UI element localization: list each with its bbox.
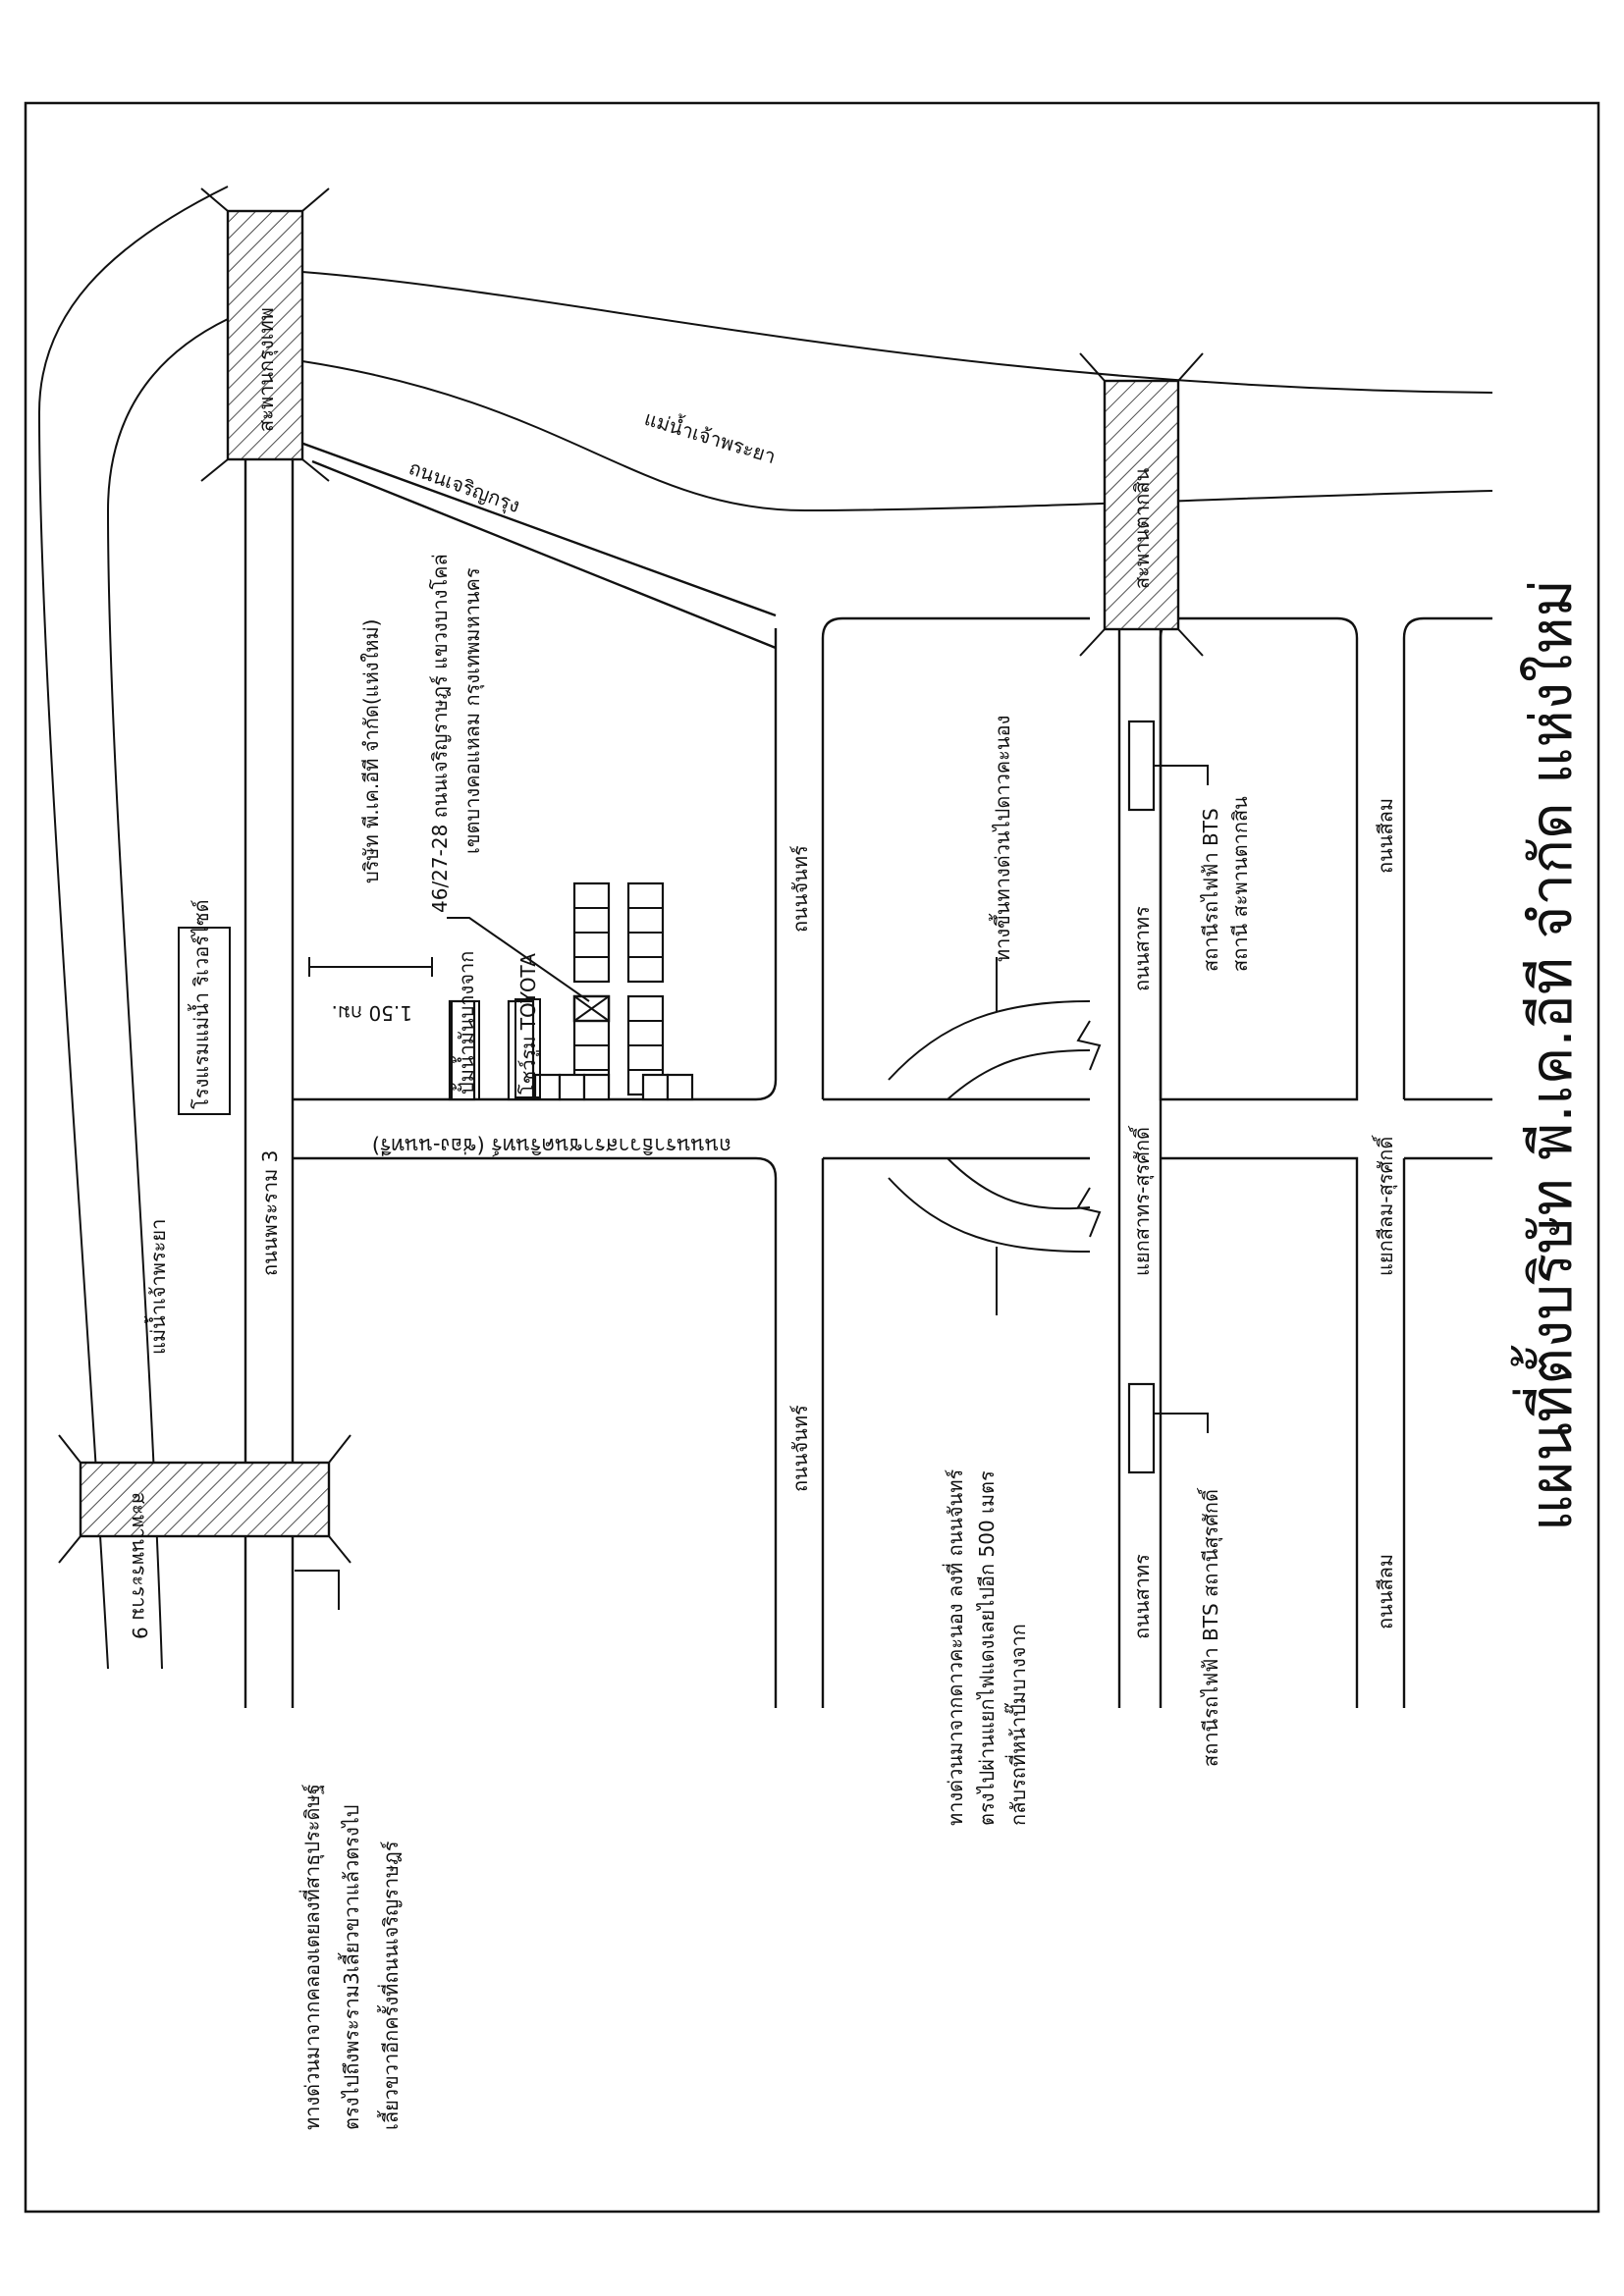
road-chan-bottom-label: ถนนจันทร์ [788, 1405, 812, 1492]
expressway-direction-line-2: ตรงไปผ่านแยกไฟแดงเลยไปอีก 500 เมตร [975, 1470, 999, 1826]
showroom-box [514, 998, 541, 1098]
riverside-box [178, 927, 231, 1115]
expressway-directions: ทางด่วนมาจากดาวคะนอง ลงที่ ถนนจันทร์ ตรง… [942, 1468, 1030, 1826]
road-sathorn-top-label: ถนนสาทร [1130, 906, 1154, 991]
junction-sathorn-label: แยกสาทร-สุรศักดิ์ [1127, 1125, 1155, 1276]
road-chan-top-label: ถนนจันทร์ [788, 845, 812, 933]
road-rama3-label: ถนนพระราม 3 [258, 1150, 282, 1276]
expressway-direction-line-3: กลับรถที่หน้าปั๊มบางจาก [1003, 1624, 1030, 1826]
road-narathiwat-label: ถนนนราธิวาสราชนครินทร์ (ช่อง-นนทรี) [372, 1134, 731, 1157]
river-top [301, 271, 1493, 512]
page-frame [24, 101, 1600, 2214]
company-name: บริษัท พี.เค.อีที จำกัด(แห่งใหม่) [359, 619, 383, 883]
company-address: 46/27-28 ถนนเจริญราษฎร์ แขวงบางโคล่ [428, 554, 452, 913]
map-title: แผนที่ตั้งบริษัท พี.เค.อีที จำกัด แห่งให… [1511, 579, 1585, 1531]
bts-taksin-label-1: สถานีรถไฟฟ้า BTS [1199, 808, 1222, 972]
company-district: เขตบางคอแหลม กรุงเทพมหานคร [460, 567, 485, 854]
road-silom-bottom-label: ถนนสีลม [1374, 1554, 1397, 1629]
bridge-rama9 [58, 1434, 352, 1564]
junction-silom-label: แยกสีลม-สุรศักดิ์ [1371, 1135, 1398, 1276]
shop-label: ปั้มน้ำมันบางจาก [453, 951, 478, 1095]
bts-surasak-icon [1127, 1382, 1209, 1474]
rama9-leader [295, 1570, 340, 1610]
showroom-label: โชว์รูม TOYOTA [516, 953, 541, 1095]
expressway-direction-line-1: ทางด่วนมาจากดาวคะนอง ลงที่ ถนนจันทร์ [942, 1468, 967, 1826]
road-grid [293, 616, 1492, 1708]
bridge-taksin [1079, 352, 1204, 657]
company-marker-icon [572, 994, 611, 1023]
road-sathorn-bottom-label: ถนนสาทร [1130, 1554, 1154, 1639]
bridge-taksin-label: สะพานตากสิน [1130, 467, 1154, 589]
river-left [37, 186, 229, 1670]
road-silom-top-label: ถนนสีลม [1374, 798, 1397, 874]
distance-marker [308, 957, 433, 977]
road-charoen-krung [292, 438, 777, 650]
bridge-krungthep-label: สะพานกรุงเทพ [254, 307, 279, 432]
river-top-label: แม่น้ำเจ้าพระยา [642, 404, 780, 468]
riverside-label: โรงแรมแม่น้ำ ริเวอร์ไซด์ [188, 899, 213, 1109]
rama9-direction-line-1: ทางด่วนมาจากคลองเตยลงที่สาธุประดิษฐ์ [298, 1784, 325, 2130]
bts-taksin-label-2: สถานี สะพานตากสิน [1228, 796, 1252, 972]
bts-taksin-icon [1127, 720, 1209, 812]
building-cluster [448, 881, 694, 1101]
distance-label: 1.50 กม. [331, 1001, 412, 1025]
bts-surasak-label: สถานีรถไฟฟ้า BTS สถานีสุรศักดิ์ [1196, 1487, 1223, 1767]
shop-box [451, 1000, 480, 1100]
bridge-krungthep [200, 187, 330, 482]
company-leader-line [447, 917, 590, 1002]
rama9-directions: ทางด่วนมาจากคลองเตยลงที่สาธุประดิษฐ์ ตรง… [298, 1784, 403, 2130]
expressway-ramps [888, 957, 1102, 1306]
rama9-direction-line-3: เลี้ยวขวาอีกครั้งที่ถนนเจริญราษฎร์ [377, 1841, 403, 2130]
river-left-label: แม่น้ำเจ้าพระยา [144, 1219, 170, 1355]
bridge-rama9-label: สะพานพระราม 9 [128, 1492, 151, 1639]
rama9-direction-line-2: ตรงไปถึงพระราม3เลี้ยวขวาแล้วตรงไป [338, 1805, 363, 2130]
expressway-exit-label: ทางขึ้นทางด่วนไปดาวคะนอง [989, 716, 1014, 962]
